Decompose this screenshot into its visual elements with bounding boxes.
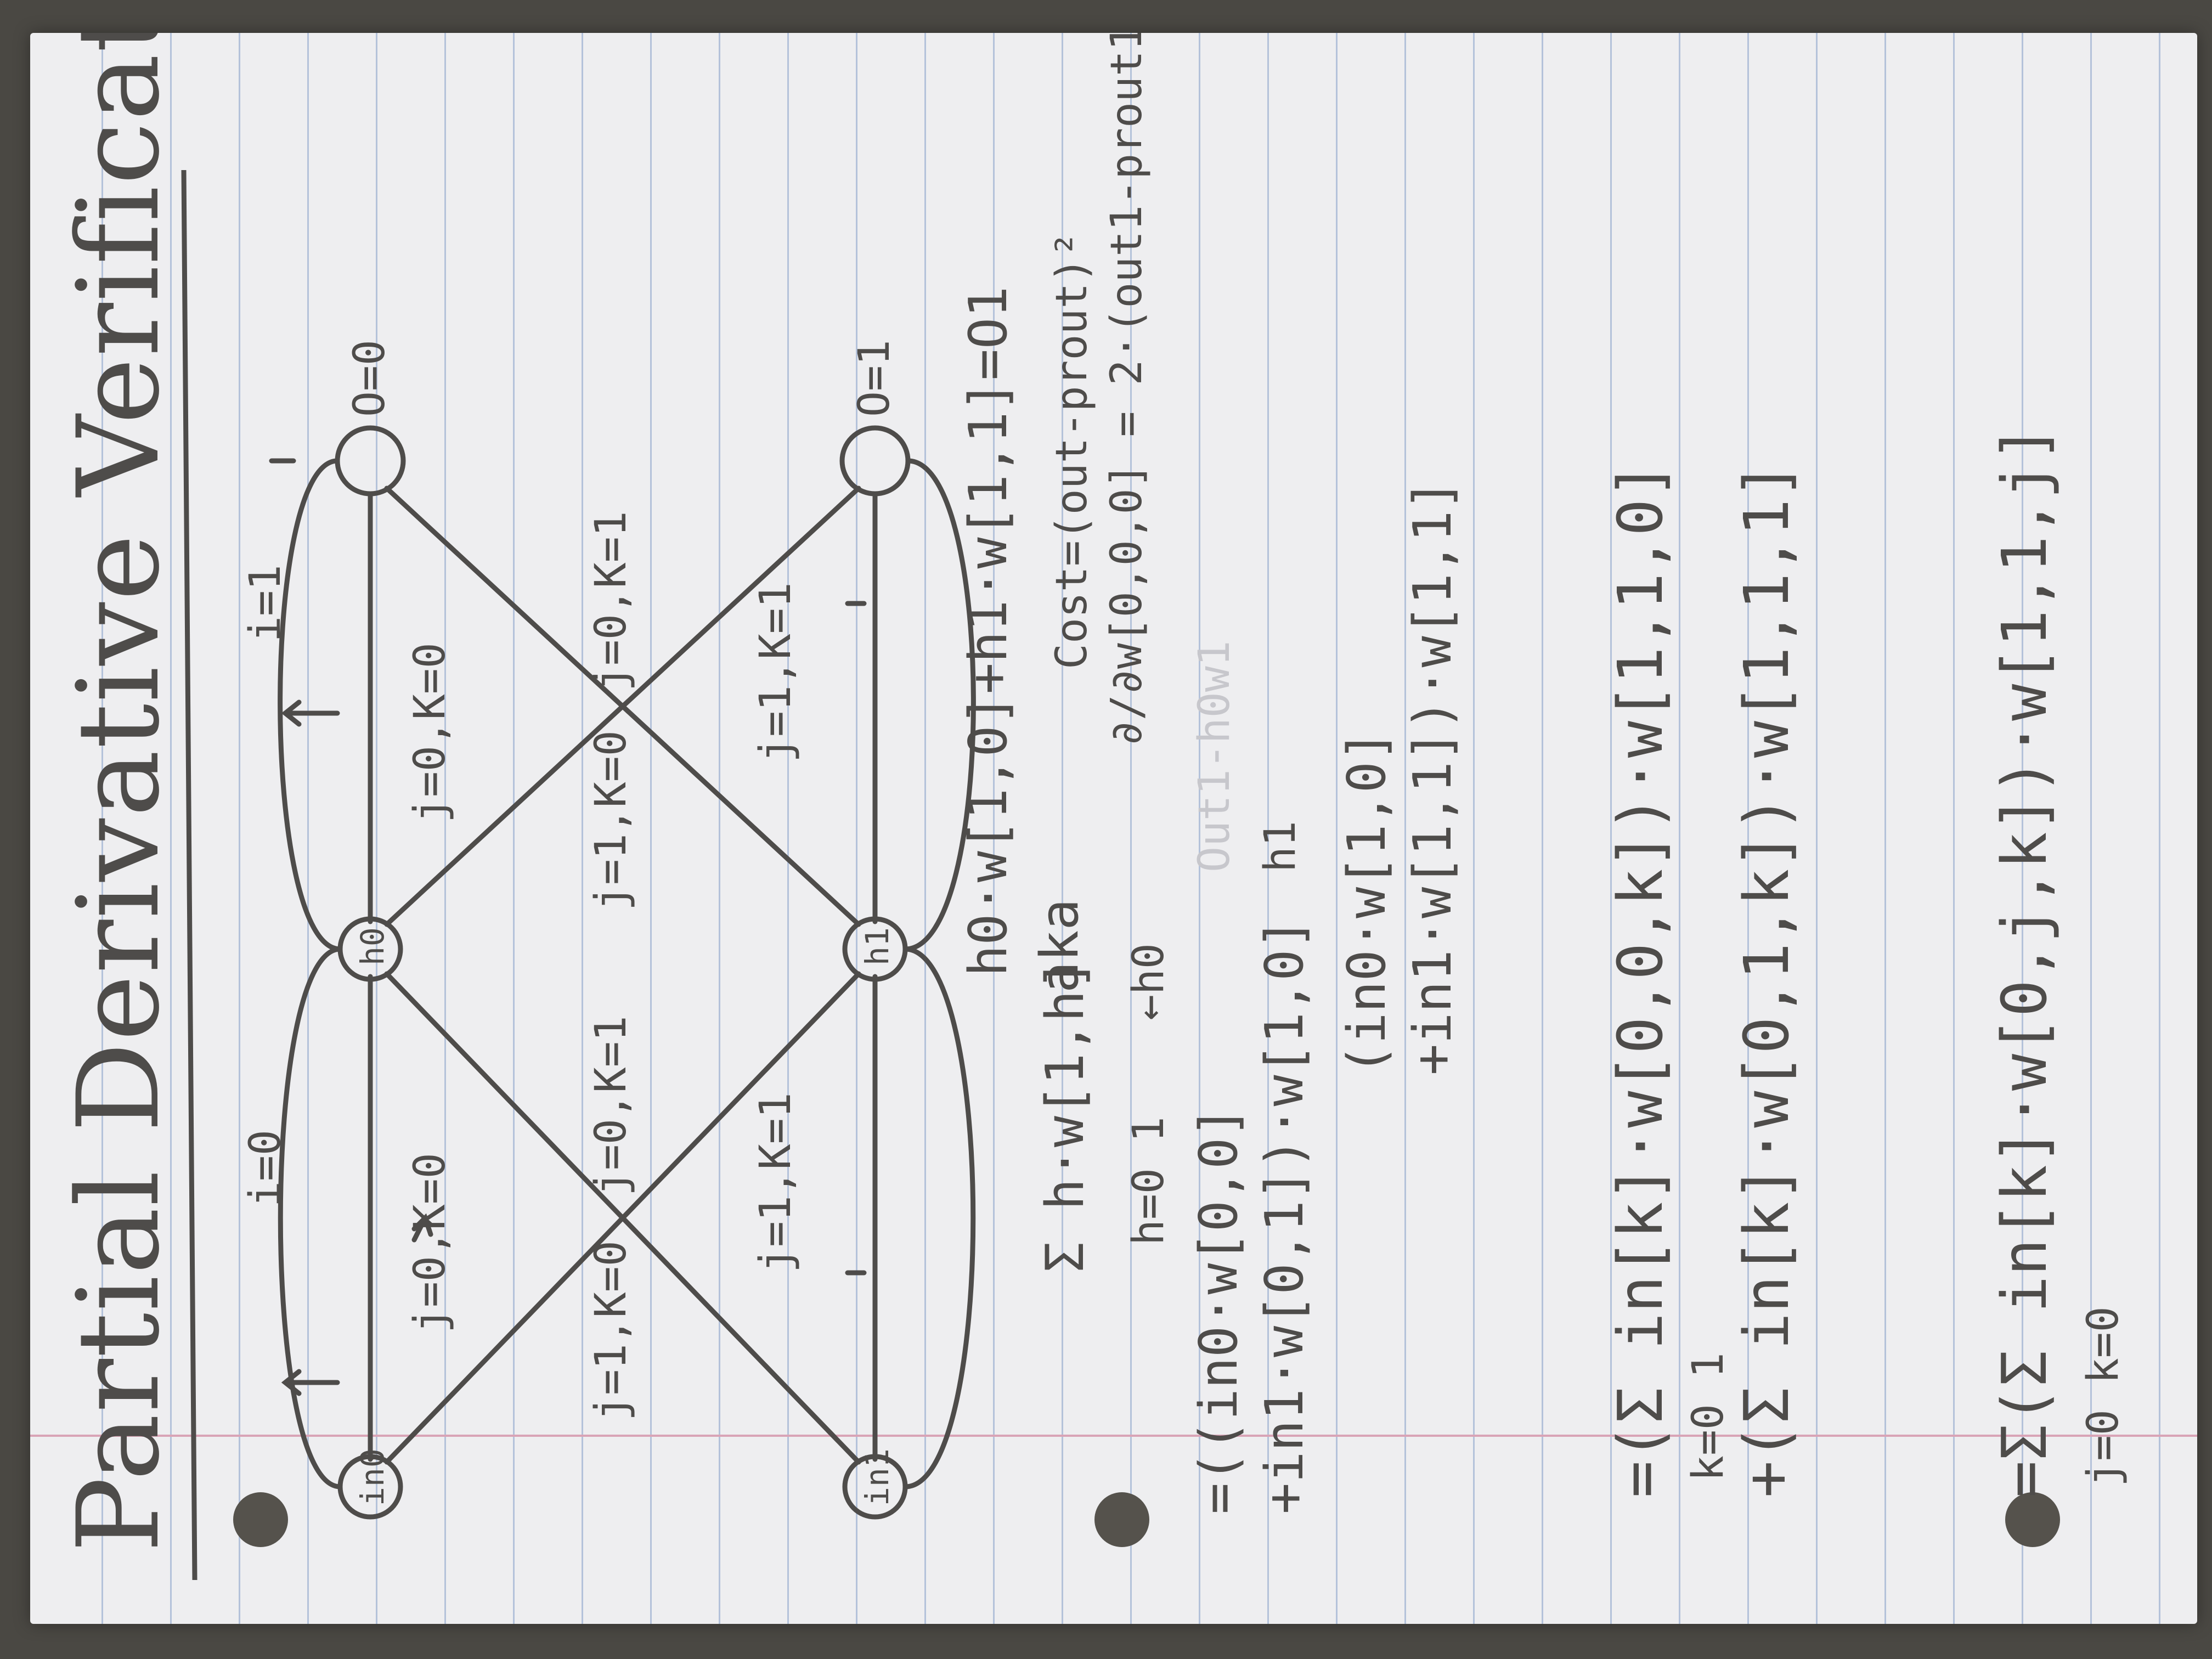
- layer-label-i1: i=1: [241, 565, 290, 642]
- binder-hole: [1094, 1492, 1149, 1547]
- equation-line: Σ h·w[1,h]: [1035, 959, 1096, 1273]
- equation-line: +in1·w[0,1])·w[1,0]: [1255, 918, 1315, 1514]
- layer-label-i0: i=0: [241, 1130, 290, 1207]
- edge-label: j=0,K=1: [586, 511, 636, 691]
- edge-label: j=1,K=0: [586, 730, 636, 911]
- binder-hole: [233, 1492, 288, 1547]
- equation-line: =(Σ in[k]·w[0,0,k])·w[1,1,0]: [1605, 461, 1677, 1498]
- edge-label: j=0,K=1: [586, 1015, 636, 1196]
- equation-line: (in0·w[1,0]: [1337, 730, 1397, 1075]
- equation-line: =((in0·w[0,0]: [1189, 1106, 1249, 1514]
- notebook-page: Partial Derivative Verification: [30, 33, 2197, 1624]
- edge-label: j=1,K=1: [751, 1092, 800, 1273]
- equation-line: +in1·w[1,1])·w[1,1]: [1403, 479, 1463, 1075]
- equation-line: +(Σ in[k]·w[0,1,k])·w[1,1,1]: [1731, 461, 1803, 1498]
- equation-line: h0·w[1,0]+h1·w[1,1]=O1: [958, 286, 1019, 977]
- node-label-in0: in0: [354, 1448, 391, 1506]
- equation-note: h1: [1256, 821, 1305, 872]
- edge-label: j=0,K=0: [405, 642, 455, 823]
- edge-label: j=1,K=1: [751, 582, 800, 763]
- binder-hole: [2005, 1492, 2060, 1547]
- edge-label: j=0,K=0: [405, 1153, 455, 1333]
- node-o0: [335, 425, 406, 496]
- edge-label: j=1,K=0: [586, 1240, 636, 1421]
- network-diagram: [269, 425, 976, 1520]
- node-label-o0: O=0: [345, 340, 394, 417]
- faint-note: Out1-h0w1: [1190, 640, 1239, 872]
- handwritten-notes: Partial Derivative Verification: [30, 33, 2197, 1624]
- sum-limits: j=0 k=0: [2079, 1306, 2128, 1487]
- equation-line: =Σ(Σ in[k]·w[0,j,k])·w[1,1,j]: [1989, 425, 2061, 1498]
- node-o1: [839, 425, 911, 496]
- title-underline: [181, 170, 198, 1581]
- sum-limits: k=0 1: [1684, 1352, 1733, 1481]
- node-label-h0: h0: [354, 927, 391, 966]
- margin-line: [30, 1435, 2197, 1437]
- node-label-h1: h1: [859, 927, 896, 966]
- cost-derivative: ∂/∂w[0,0,0] = 2·(out1-prout1): [1102, 33, 1152, 746]
- cost-formula: Cost=(out-prout)²: [1047, 231, 1097, 669]
- sum-limits: h=0 1: [1124, 1116, 1173, 1245]
- node-label-o1: O=1: [850, 340, 899, 417]
- equation-note: ←h0: [1124, 943, 1173, 1020]
- node-label-in1: in1: [859, 1448, 896, 1506]
